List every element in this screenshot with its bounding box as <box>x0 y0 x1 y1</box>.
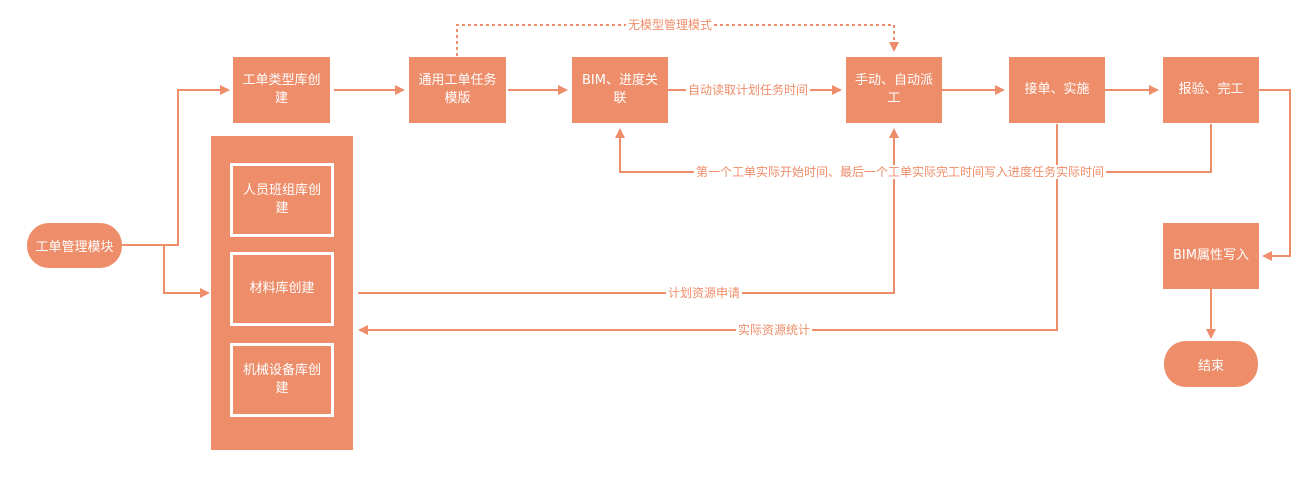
node-inspection-complete[interactable]: 报验、完工 <box>1163 57 1259 123</box>
arrow-resource-request <box>358 128 899 294</box>
node-accept-implement[interactable]: 接单、实施 <box>1009 57 1105 123</box>
label-auto-read-plan-time: 自动读取计划任务时间 <box>686 83 811 97</box>
label-resource-request: 计划资源申请 <box>666 286 743 300</box>
arrow-start-to-resource-group <box>163 245 210 298</box>
label-write-back-actual-time: 第一个工单实际开始时间、最后一个工单实际完工时间写入进度任务实际时间 <box>694 165 1107 179</box>
node-machinery-equipment-library[interactable]: 机械设备库创建 <box>230 343 334 417</box>
label-resource-stats: 实际资源统计 <box>736 323 813 337</box>
node-bim-schedule-link[interactable]: BIM、进度关联 <box>572 57 668 123</box>
arrow-no-model-mode <box>456 24 899 56</box>
arrow-inspect-to-bim-write <box>1259 89 1291 261</box>
node-bim-attribute-write[interactable]: BIM属性写入 <box>1163 223 1259 289</box>
label-no-model-mode: 无模型管理模式 <box>626 18 715 32</box>
node-general-task-template[interactable]: 通用工单任务模版 <box>409 57 506 123</box>
node-manual-auto-dispatch[interactable]: 手动、自动派工 <box>846 57 942 123</box>
node-personnel-team-library[interactable]: 人员班组库创建 <box>230 163 334 237</box>
node-material-library[interactable]: 材料库创建 <box>230 252 334 326</box>
node-work-order-type-library[interactable]: 工单类型库创建 <box>233 57 330 123</box>
resource-library-group: 人员班组库创建 材料库创建 机械设备库创建 <box>211 136 353 450</box>
end-node[interactable]: 结束 <box>1164 341 1258 387</box>
arrow-resource-stats <box>358 124 1058 335</box>
start-node-work-order-module[interactable]: 工单管理模块 <box>27 223 122 268</box>
arrow-start-to-type-lib <box>122 85 230 246</box>
